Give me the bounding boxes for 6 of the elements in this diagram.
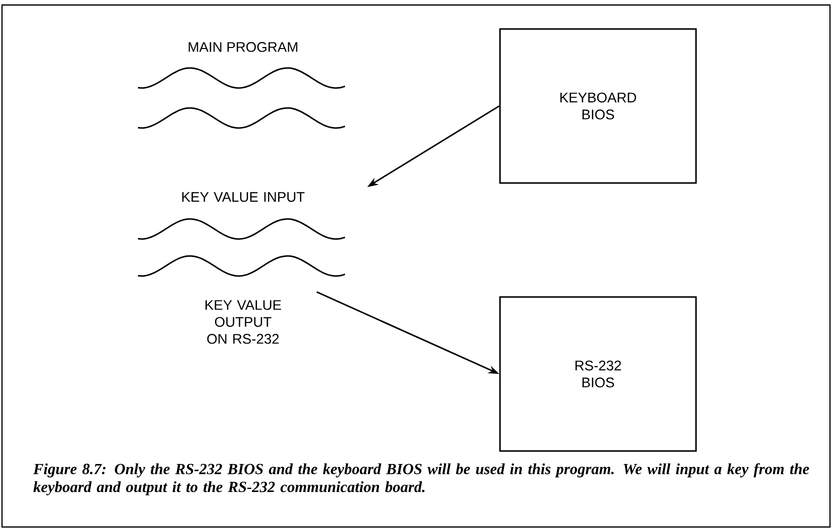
figure-caption: Figure 8.7: Only the RS-232 BIOS and the keyboard BIOS will be used in this program. We will input a key from the keyboard and output it to the RS-232 communication board.	[33, 463, 810, 496]
process-box: KEYBOARD BIOS	[499, 28, 697, 184]
process-box: RS-232 BIOS	[499, 296, 697, 452]
step-label: KEY VALUE INPUT	[182, 192, 305, 202]
step-label: KEY VALUE OUTPUT ON RS-232	[206, 300, 282, 344]
heading-label: MAIN PROGRAM	[188, 42, 298, 52]
